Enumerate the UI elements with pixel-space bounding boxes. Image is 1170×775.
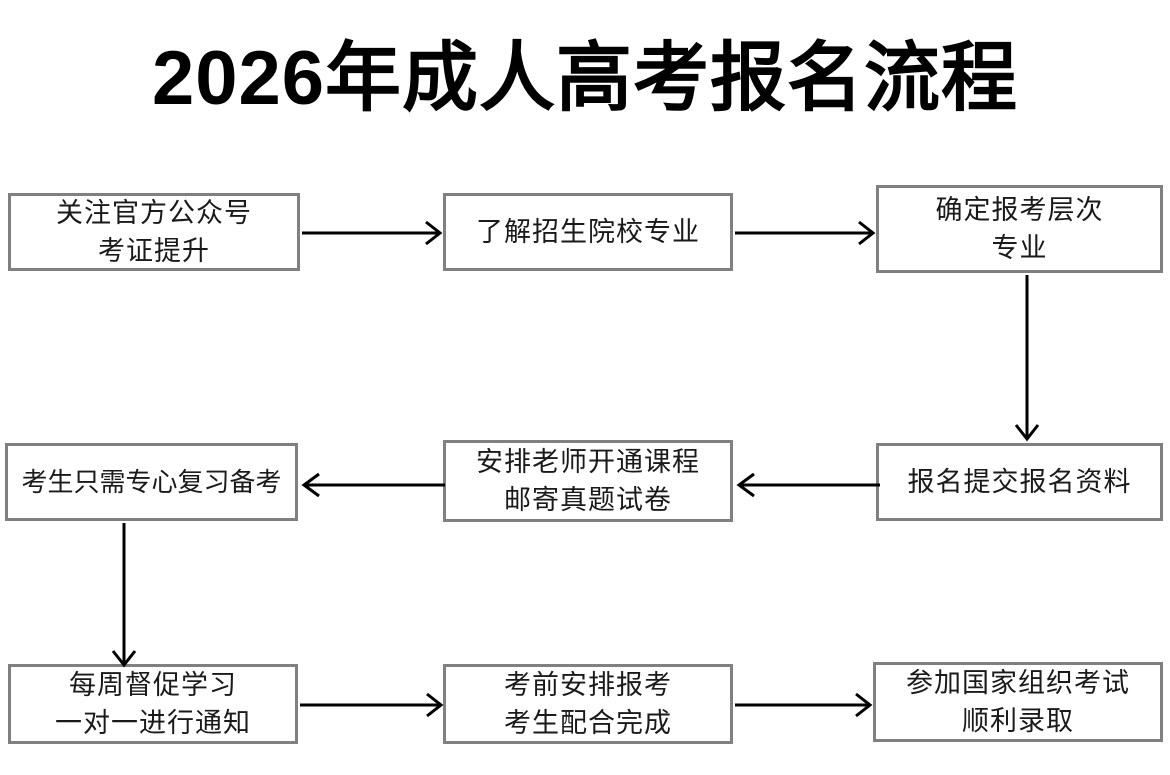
- flow-node-line-1: 了解招生院校专业: [476, 217, 700, 247]
- flow-node-line-1: 考前安排报考: [504, 670, 672, 700]
- flow-node-line-1: 报名提交报名资料: [907, 467, 1132, 497]
- flow-node-line-2: 考生配合完成: [504, 708, 672, 738]
- arrow-left-icon: [300, 470, 445, 500]
- flow-node-student-focus-review[interactable]: 考生只需专心复习备考: [5, 443, 298, 521]
- flow-node-weekly-study-supervision[interactable]: 每周督促学习 一对一进行通知: [8, 664, 298, 744]
- flow-node-line-1: 每周督促学习: [69, 670, 237, 700]
- arrow-down-icon: [1012, 275, 1042, 445]
- flow-node-take-national-exam[interactable]: 参加国家组织考试 顺利录取: [873, 662, 1163, 742]
- arrow-down-icon: [109, 523, 139, 671]
- flow-node-learn-schools-majors[interactable]: 了解招生院校专业: [443, 193, 733, 271]
- flow-node-submit-registration-materials[interactable]: 报名提交报名资料: [876, 443, 1163, 521]
- arrow-right-icon: [302, 218, 444, 248]
- flow-node-line-1: 确定报考层次: [935, 195, 1104, 225]
- flow-node-line-2: 邮寄真题试卷: [504, 485, 672, 515]
- flow-node-line-1: 考生只需专心复习备考: [21, 467, 282, 497]
- flow-node-line-1: 安排老师开通课程: [476, 447, 700, 477]
- flow-node-follow-official-account[interactable]: 关注官方公众号 考证提升: [8, 193, 300, 271]
- page-title: 2026年成人高考报名流程: [151, 36, 1019, 121]
- arrow-right-icon: [735, 218, 877, 248]
- flow-node-determine-level-major[interactable]: 确定报考层次 专业: [876, 185, 1163, 273]
- arrow-right-icon: [300, 690, 446, 720]
- flow-node-line-1: 参加国家组织考试: [906, 668, 1130, 698]
- flow-node-line-2: 顺利录取: [962, 706, 1074, 736]
- flow-node-line-2: 专业: [991, 233, 1048, 263]
- flow-node-line-1: 关注官方公众号: [56, 198, 252, 228]
- flow-node-line-2: 考证提升: [98, 236, 210, 266]
- arrow-left-icon: [735, 470, 880, 500]
- flow-node-pre-exam-arrangement[interactable]: 考前安排报考 考生配合完成: [443, 664, 733, 744]
- flow-node-teacher-opens-course[interactable]: 安排老师开通课程 邮寄真题试卷: [443, 440, 733, 522]
- flow-node-line-2: 一对一进行通知: [55, 708, 251, 738]
- arrow-right-icon: [735, 690, 875, 720]
